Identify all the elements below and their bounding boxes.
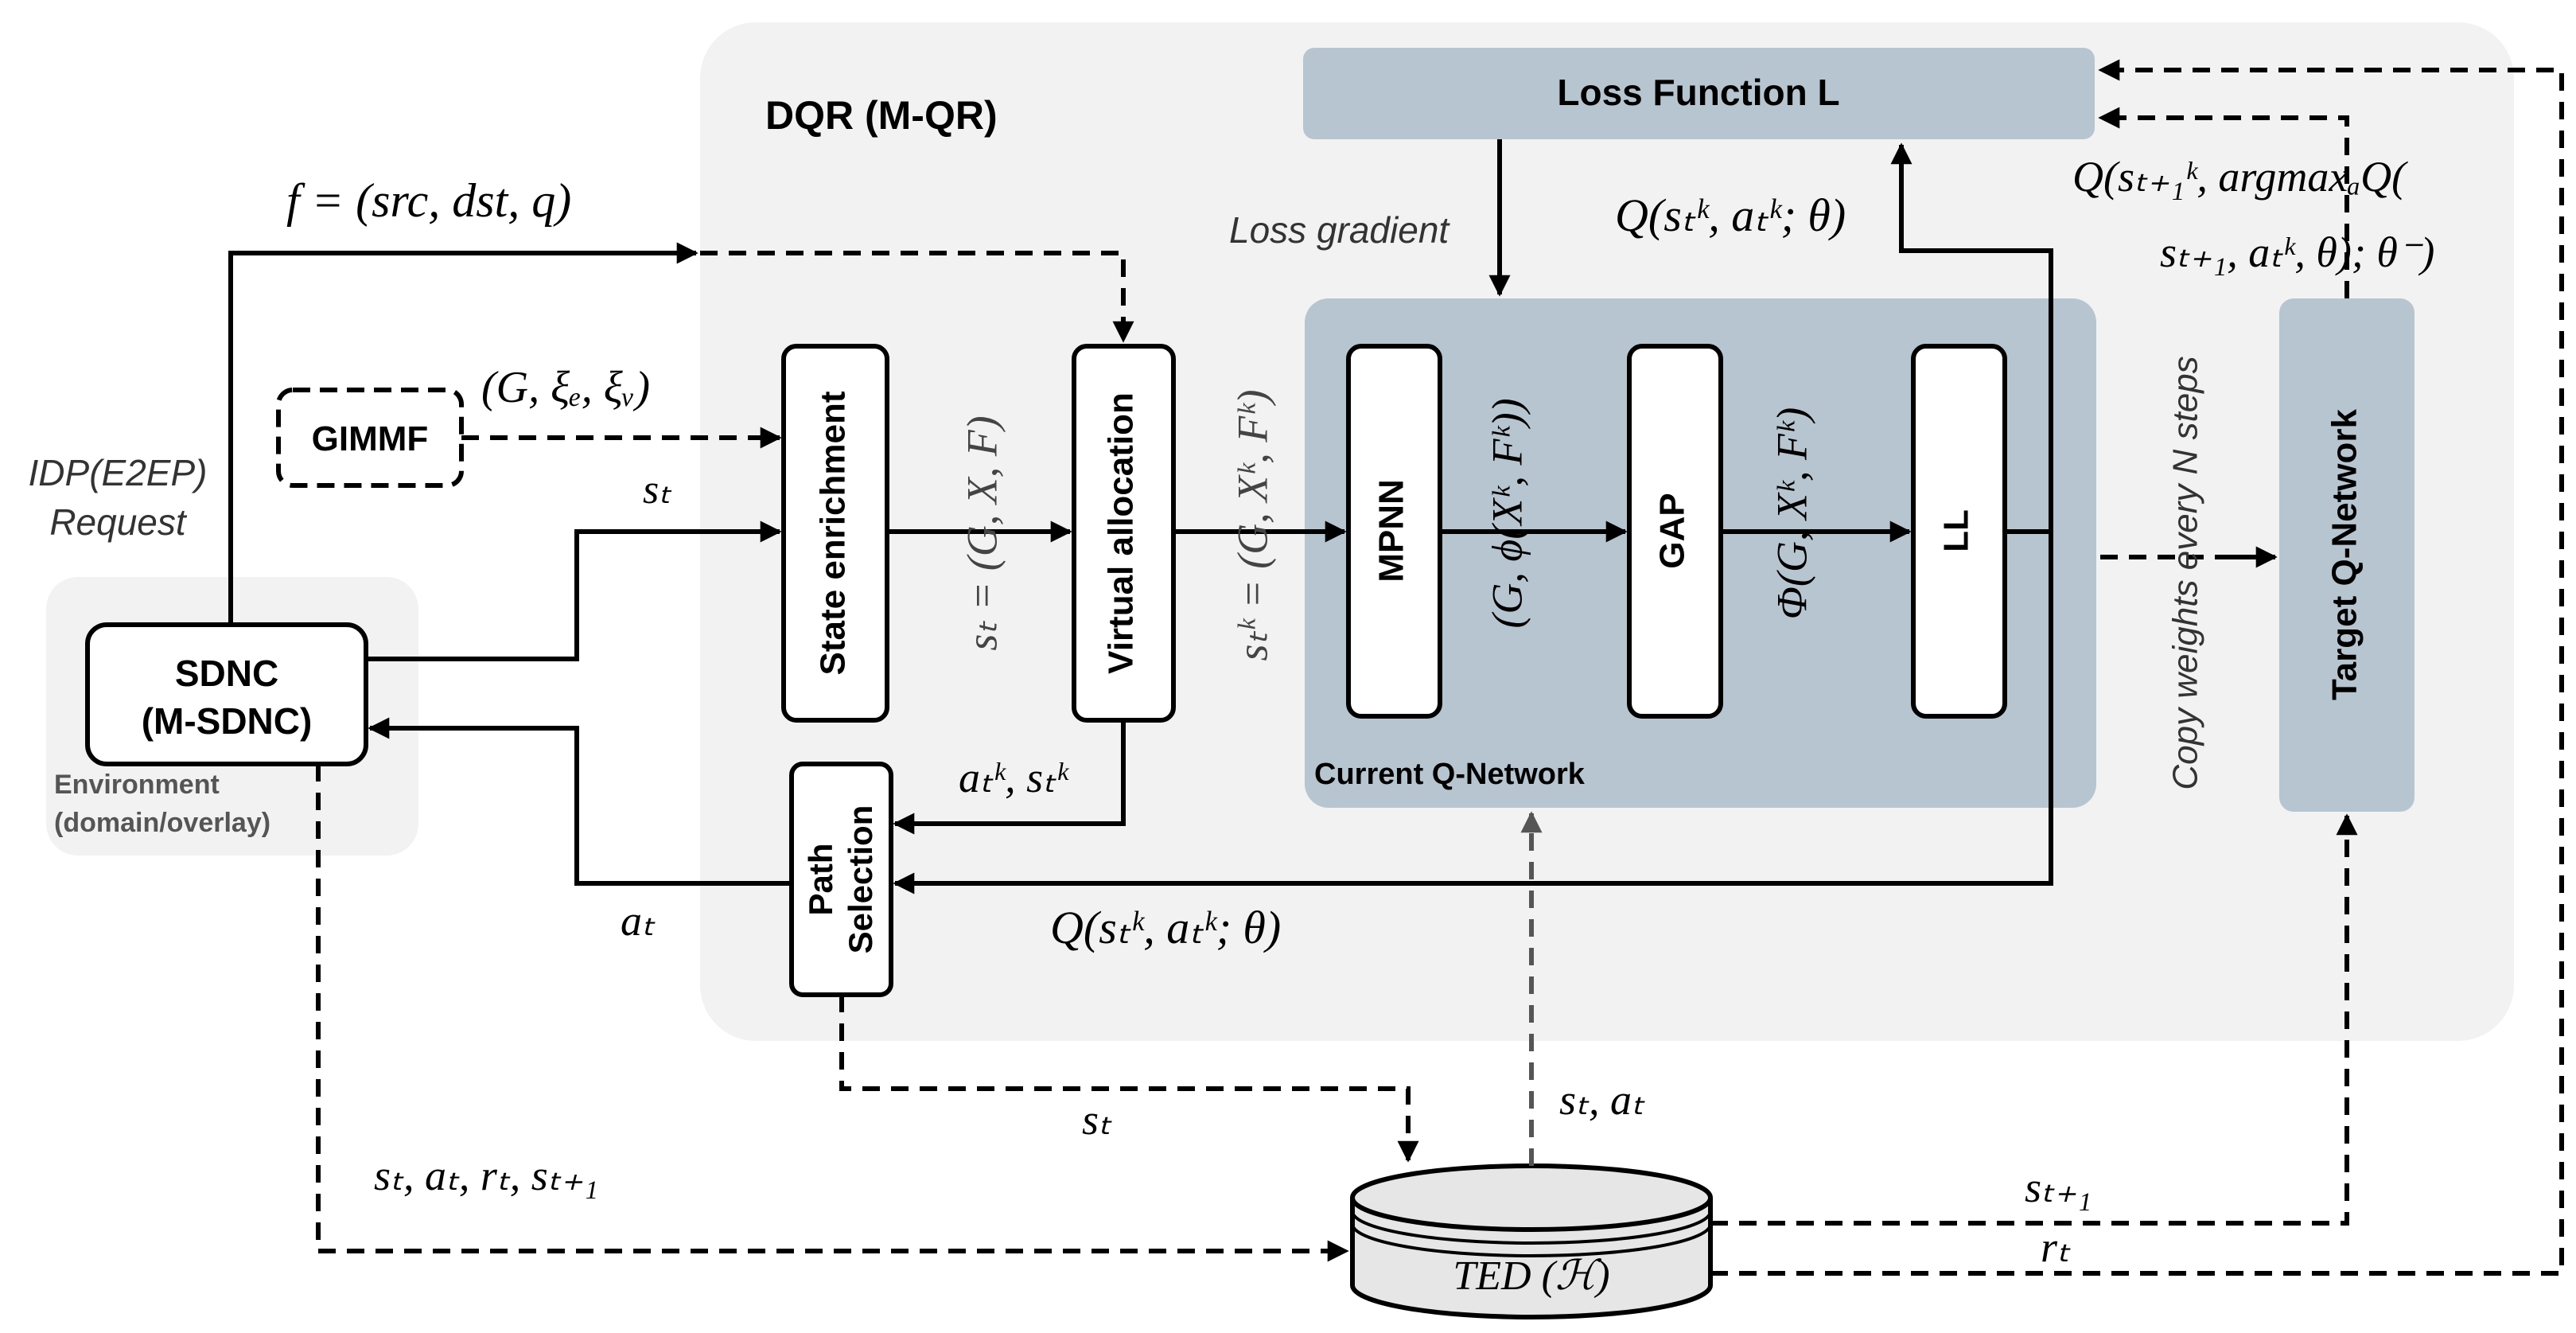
copy-weights-label: Copy weights every N steps (2166, 356, 2205, 789)
ted-database: TED (ℋ) (1350, 1163, 1713, 1319)
arrow-va-to-path-selection (893, 720, 1126, 835)
transition-tuple-label: sₜ, aₜ, rₜ, sₜ₊₁ (374, 1152, 598, 1199)
loss-gradient-label: Loss gradient (1229, 209, 1450, 251)
state-enrichment-label: State enrichment (814, 391, 853, 675)
ll-label: LL (1937, 509, 1976, 552)
mpnn-label: MPNN (1372, 479, 1411, 583)
arrow-sdnc-to-enrichment (366, 520, 782, 661)
current-qnet-label: Current Q-Network (1314, 758, 1586, 791)
loss-function-label: Loss Function L (1557, 72, 1839, 113)
path-selection-label-1: Path (802, 843, 839, 915)
st-ted-label: sₜ (1082, 1096, 1112, 1144)
arrow-st1-to-target (1710, 813, 2358, 1226)
arrow-path-selection-to-sdnc (368, 717, 792, 886)
idp-request-label-1: IDP(E2EP) (29, 452, 208, 493)
virtual-allocation-label: Virtual allocation (1102, 392, 1141, 674)
environment-label-1: Environment (54, 770, 220, 800)
q-bottom-label: Q(sₜᵏ, aₜᵏ; θ) (1050, 902, 1281, 953)
st-equation-label: sₜ = (G, X, F) (958, 415, 1006, 650)
loss-function-box (1303, 48, 2095, 139)
atk-stk-label: aₜᵏ, sₜᵏ (959, 754, 1069, 801)
arrow-path-selection-to-ted (839, 995, 1419, 1163)
mpnn-output-label: (G, ϕ(Xᵏ, Fᵏ)) (1483, 398, 1531, 628)
dqr-title: DQR (M-QR) (765, 93, 998, 138)
st1-label: sₜ₊₁ (2025, 1163, 2092, 1211)
sdnc-label-2: (M-SDNC) (142, 700, 313, 742)
stk-equation-label: sₜᵏ = (G, Xᵏ, Fᵏ) (1228, 390, 1276, 661)
sdnc-label-1: SDNC (175, 653, 278, 694)
q-top-label: Q(sₜᵏ, aₜᵏ; θ) (1615, 189, 1846, 241)
st-at-label: sₜ, aₜ (1559, 1076, 1645, 1124)
gap-label: GAP (1653, 493, 1692, 568)
gap-output-label: Φ(G, Xᵏ, Fᵏ) (1768, 407, 1815, 619)
target-qnet-box (2279, 298, 2415, 812)
idp-request-label-2: Request (49, 501, 188, 543)
gimmf-label: GIMMF (312, 419, 429, 458)
arrow-q-to-loss (1890, 142, 2053, 532)
target-qnet-label: Target Q-Network (2325, 409, 2364, 700)
sdnc-box (85, 622, 368, 766)
target-q-label-1: Q(sₜ₊₁ᵏ, argmaxₐQ( (2072, 153, 2408, 201)
arrow-sdnc-to-ted (316, 764, 1349, 1262)
ted-label: TED (ℋ) (1453, 1253, 1609, 1299)
at-output-label: aₜ (621, 897, 656, 945)
arrow-idp-request (228, 242, 698, 625)
st-input-label: sₜ (643, 467, 672, 513)
rt-label: rₜ (2041, 1223, 2071, 1271)
flow-label: f = (src, dst, q) (286, 174, 571, 227)
graph-params-label: (G, ξₑ, ξᵥ) (481, 363, 650, 412)
arrow-ll-to-path-selection (893, 529, 2053, 895)
environment-label-2: (domain/overlay) (54, 808, 270, 838)
gimmf-box (276, 388, 464, 488)
target-q-label-2: sₜ₊₁, aₜᵏ, θ); θ⁻) (2160, 228, 2434, 276)
arrow-target-to-loss (2098, 107, 2349, 298)
path-selection-label-2: Selection (842, 805, 879, 954)
